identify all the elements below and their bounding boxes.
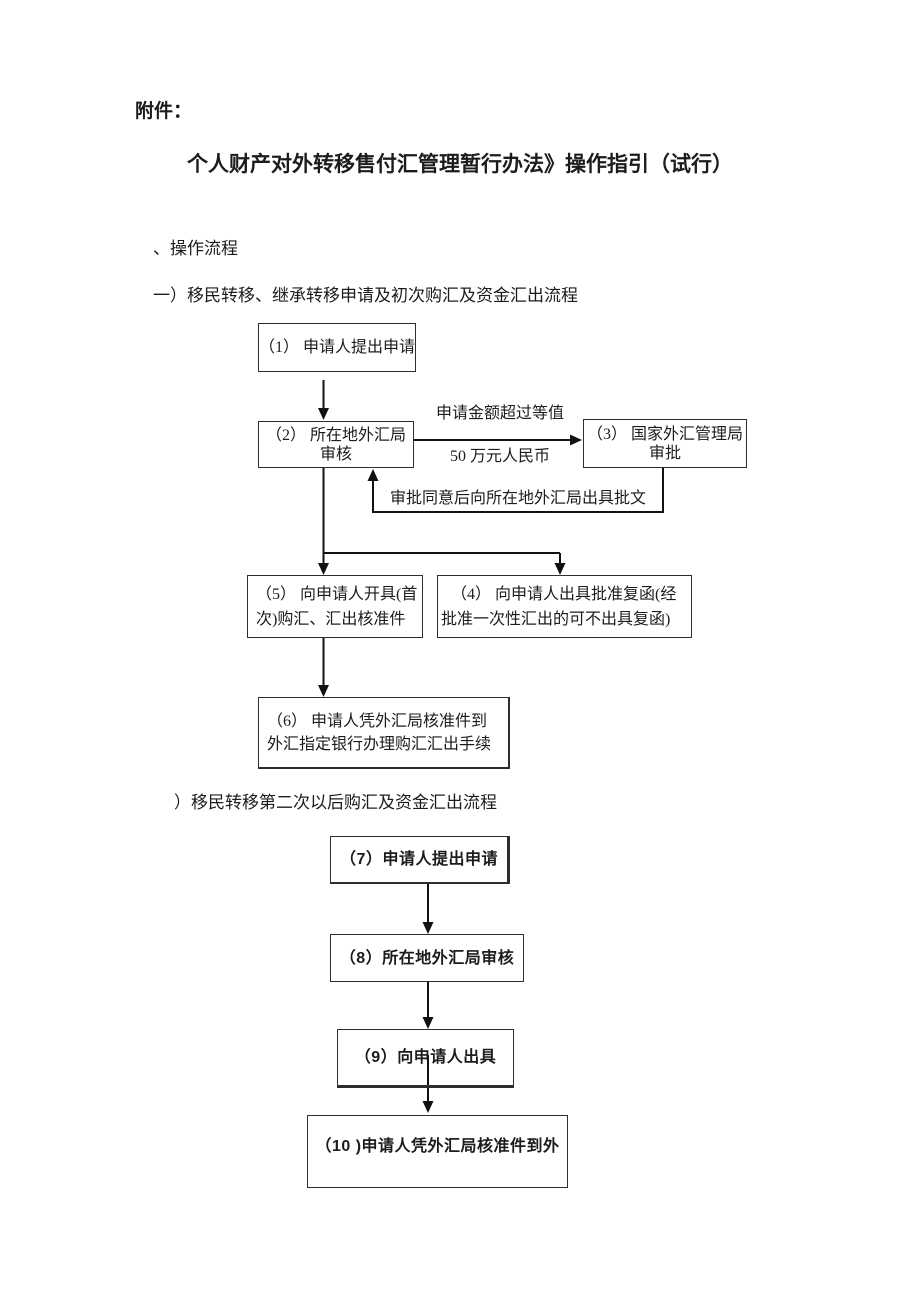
- flow-box-9-issue-to-applicant: （9）向申请人出具: [337, 1029, 514, 1088]
- heading-flowchart1: 一）移民转移、继承转移申请及初次购汇及资金汇出流程: [153, 286, 578, 305]
- flow-box-5-line1: （5） 向申请人开具(首: [256, 585, 418, 603]
- arrow-box2-split: [318, 468, 566, 575]
- label-amount-over-limit-line1: 申请金额超过等值: [435, 405, 564, 422]
- arrow-box5-to-box6: [318, 638, 329, 697]
- attachment-label: 附件：: [135, 101, 193, 122]
- arrow-box1-to-box2: [318, 380, 329, 420]
- document-title: 个人财产对外转移售付汇管理暂行办法》操作指引（试行）: [187, 153, 733, 176]
- flow-box-7-applicant-applies: （7）申请人提出申请: [330, 836, 510, 884]
- arrow-box7-to-box8: [422, 884, 434, 934]
- flow-box-8-local-safe-review: （8）所在地外汇局审核: [330, 934, 524, 982]
- flow-box-5-line2: 次)购汇、汇出核准件: [256, 610, 406, 628]
- flow-box-4-issue-approval-reply: （4） 向申请人出具批准复函(经 批准一次性汇出的可不出具复函): [437, 575, 692, 638]
- flow-box-10-applicant-with-approval: （10 )申请人凭外汇局核准件到外: [307, 1115, 568, 1188]
- flow-box-8-text: （8）所在地外汇局审核: [339, 949, 515, 967]
- arrow-box9-to-box10: [422, 1055, 434, 1113]
- flow-box-4-line2: 批准一次性汇出的可不出具复函): [441, 610, 671, 628]
- flow-box-5-issue-approval-first-purchase: （5） 向申请人开具(首 次)购汇、汇出核准件: [247, 575, 423, 638]
- arrow-box8-to-box9: [422, 982, 434, 1029]
- flow-box-3-national-safe-approval: （3） 国家外汇管理局 审批: [583, 419, 747, 468]
- flow-box-4-line1: （4） 向申请人出具批准复函(经: [451, 585, 677, 603]
- flow-box-1-text: （1） 申请人提出申请: [259, 339, 416, 356]
- flow-box-3-line2: 审批: [648, 444, 681, 462]
- flow-box-2-line2: 审核: [319, 445, 352, 463]
- flow-box-1-applicant-applies: （1） 申请人提出申请: [258, 323, 416, 372]
- label-amount-over-limit-line2: 50 万元人民币: [449, 448, 550, 465]
- flow-box-2-local-safe-review: （2） 所在地外汇局 审核: [258, 421, 414, 468]
- flow-box-2-line1: （2） 所在地外汇局: [265, 426, 406, 444]
- flow-box-10-text: （10 )申请人凭外汇局核准件到外: [315, 1138, 560, 1155]
- flow-box-6-line1: （6） 申请人凭外汇局核准件到: [267, 712, 488, 730]
- label-approval-document: 审批同意后向所在地外汇局出具批文: [389, 490, 646, 507]
- flow-box-3-line1: （3） 国家外汇管理局: [586, 425, 743, 443]
- flow-box-7-text: （7）申请人提出申请: [340, 851, 498, 868]
- heading-flowchart2: ）移民转移第二次以后购汇及资金汇出流程: [174, 793, 497, 812]
- arrow-box3-return-box2: [367, 468, 664, 513]
- flow-box-6-bank-handles-remittance: （6） 申请人凭外汇局核准件到 外汇指定银行办理购汇汇出手续: [258, 697, 510, 769]
- heading-operation-flow: 、操作流程: [153, 239, 238, 258]
- flow-box-9-text: （9）向申请人出具: [354, 1049, 497, 1066]
- flow-box-6-line2: 外汇指定银行办理购汇汇出手续: [267, 735, 492, 753]
- arrow-box2-to-box3: [414, 434, 582, 446]
